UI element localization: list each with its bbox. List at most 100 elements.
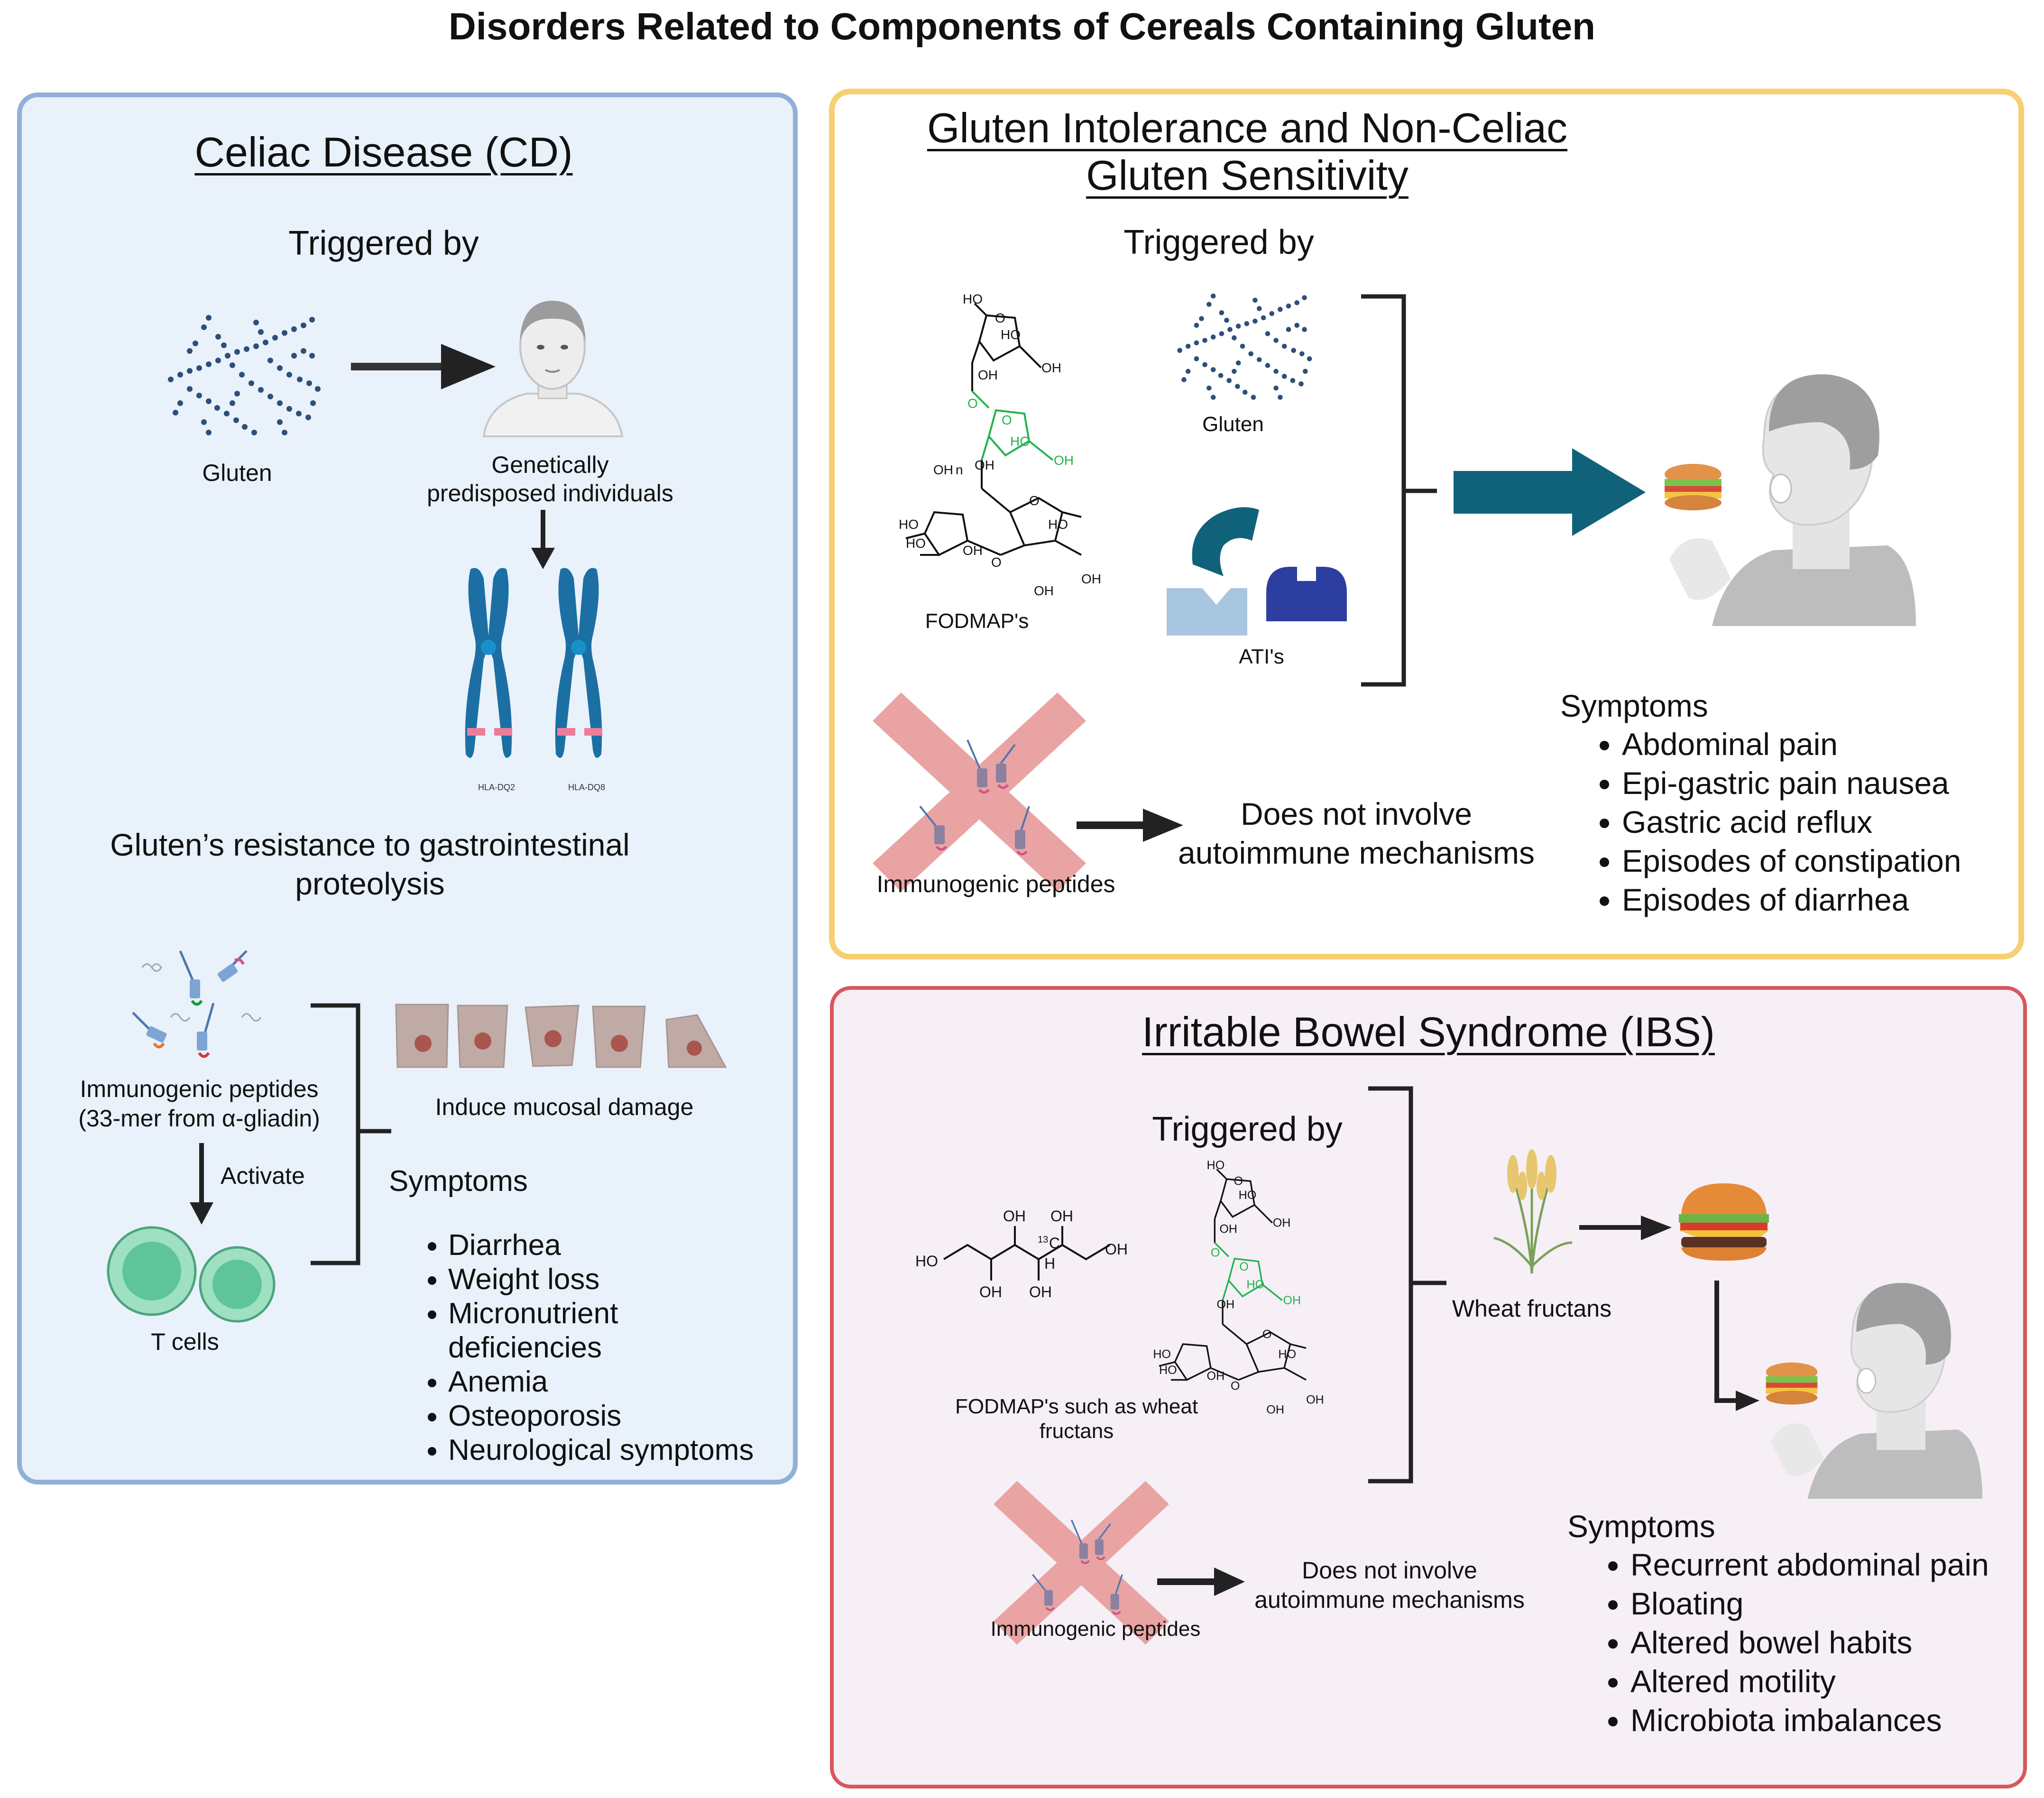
celiac-peptides-icon [132, 950, 262, 1058]
celiac-down-arrow-1 [531, 510, 555, 569]
chem-oh: OH [1050, 1208, 1073, 1225]
mucosal-label: Induce mucosal damage [435, 1094, 694, 1120]
ibs-elbow-arrow [1714, 1281, 1759, 1411]
celiac-activate-arrow [190, 1143, 213, 1225]
chem-o: O [1262, 1328, 1272, 1341]
chromosome-label-dq8: HLA-DQ8 [568, 783, 606, 792]
ibs-bracket [1368, 1086, 1446, 1484]
chem-oh: OH [1217, 1298, 1235, 1311]
atis-label: ATI's [1239, 645, 1284, 668]
ibs-symptom: Bloating [1630, 1584, 1989, 1623]
chem-o: O [1231, 1379, 1240, 1392]
t-cells-label: T cells [151, 1328, 219, 1355]
celiac-gluten-label: Gluten [202, 460, 272, 486]
ibs-fodmap-structure: HO O HO OH OH OH HO HO OH O O HO OH OH O… [1153, 1159, 1324, 1417]
chem-oh: OH [1034, 583, 1054, 598]
celiac-symptom: Anemia [448, 1365, 754, 1399]
chem-o: O [991, 555, 1002, 570]
celiac-heading: Celiac Disease (CD) [194, 129, 573, 175]
ibs-crossed-peptides-icon [994, 1481, 1169, 1645]
celiac-peptides-label: Immunogenic peptides (33-mer from α-glia… [78, 1076, 320, 1132]
chem-ho: HO [915, 1253, 938, 1270]
ibs-peptides-label: Immunogenic peptides [990, 1617, 1201, 1641]
ibs-polyol-structure: HO OH OH OH OH H 13 C OH [915, 1208, 1128, 1300]
gi-symptom: Gastric acid reflux [1622, 802, 1961, 841]
chem-o: O [967, 396, 978, 411]
gi-bracket [1361, 294, 1437, 687]
gi-gluten-network-icon [1177, 293, 1312, 400]
gi-heading: Gluten Intolerance and Non-Celiac Gluten… [927, 104, 1568, 199]
t-cells-icon [107, 1226, 276, 1323]
predisposed-person-icon [482, 301, 624, 437]
gi-sandwich-icon [1665, 464, 1722, 510]
chem-ho: HO [1246, 1278, 1264, 1291]
chem-oh: OH [1306, 1393, 1324, 1407]
gi-crossed-peptides-icon [873, 692, 1086, 892]
chem-ho: HO [899, 517, 919, 532]
chromosome-icon [465, 568, 602, 758]
chem-ho: HO [1001, 327, 1021, 342]
chem-oh: OH [1003, 1208, 1026, 1225]
gi-symptom: Episodes of constipation [1622, 841, 1961, 880]
ibs-no-autoimmune-arrow [1157, 1567, 1245, 1596]
activate-label: Activate [221, 1162, 305, 1189]
celiac-symptom: Diarrhea [448, 1228, 754, 1263]
chem-oh: OH [979, 1283, 1002, 1300]
chem-oh: OH [978, 368, 998, 382]
gi-big-arrow [1454, 448, 1646, 536]
chem-h: H [1044, 1255, 1055, 1272]
chem-o: O [1234, 1175, 1243, 1188]
chem-ho: HO [1239, 1189, 1257, 1202]
predisposed-label: Genetically predisposed individuals [427, 452, 673, 507]
ibs-triggered-by: Triggered by [1152, 1110, 1343, 1148]
resistance-label: Gluten’s resistance to gastrointestinal … [110, 827, 630, 901]
gi-person-eating-icon [1669, 374, 1916, 626]
ibs-heading: Irritable Bowel Syndrome (IBS) [1142, 1008, 1715, 1055]
chem-c13: 13 [1038, 1235, 1048, 1245]
gi-no-autoimmune-label: Does not involve autoimmune mechanisms [1178, 796, 1535, 870]
celiac-symptoms-heading: Symptoms [389, 1165, 528, 1198]
ibs-fodmaps-label: FODMAP's such as wheat fructans [955, 1395, 1198, 1443]
chem-oh: OH [1266, 1403, 1284, 1417]
gi-symptoms-list: Abdominal pain Epi-gastric pain nausea G… [1593, 725, 1961, 919]
gi-peptides-label: Immunogenic peptides [876, 871, 1115, 897]
chem-o: O [1239, 1260, 1249, 1273]
chem-c: C [1049, 1235, 1060, 1252]
chem-o: O [1002, 413, 1012, 427]
ibs-symptom: Recurrent abdominal pain [1630, 1545, 1989, 1584]
celiac-bracket [311, 1003, 391, 1265]
celiac-symptom: Weight loss [448, 1263, 754, 1297]
ibs-symptoms-heading: Symptoms [1567, 1509, 1715, 1544]
chem-oh: OH [975, 458, 994, 472]
chem-oh: OH [1029, 1283, 1052, 1300]
gi-symptom: Epi-gastric pain nausea [1622, 764, 1961, 802]
chem-oh: OH [933, 462, 953, 477]
chem-n: n [956, 462, 963, 477]
chem-o: O [995, 311, 1005, 325]
chem-ho: HO [963, 292, 983, 306]
gluten-network-icon [168, 315, 321, 435]
chem-oh: OH [1207, 1369, 1225, 1383]
chromosome-label-dq2: HLA-DQ2 [478, 783, 516, 792]
atis-icon [1167, 507, 1347, 636]
celiac-symptoms-list: Diarrhea Weight loss Micronutrient defic… [420, 1228, 754, 1467]
chem-ho: HO [906, 536, 926, 551]
chem-o: O [1211, 1246, 1220, 1260]
gi-symptom: Abdominal pain [1622, 725, 1961, 764]
chem-ho: HO [1278, 1347, 1296, 1361]
ibs-symptom: Microbiota imbalances [1630, 1701, 1989, 1740]
celiac-symptom: Neurological symptoms [448, 1433, 754, 1467]
gi-triggered-by: Triggered by [1123, 223, 1314, 261]
wheat-fructans-label: Wheat fructans [1452, 1295, 1612, 1322]
celiac-gluten-arrow [351, 344, 496, 389]
chem-ho: HO [1159, 1364, 1177, 1377]
ibs-symptom: Altered bowel habits [1630, 1623, 1989, 1662]
ibs-sandwich-icon [1766, 1362, 1818, 1405]
gi-no-autoimmune-arrow [1077, 809, 1183, 842]
chem-oh: OH [1283, 1294, 1301, 1307]
burger-icon [1679, 1183, 1769, 1261]
chem-ho: HO [1048, 517, 1068, 532]
chem-ho: HO [1153, 1347, 1171, 1361]
ibs-wheat-arrow [1579, 1216, 1672, 1240]
celiac-symptom: Osteoporosis [448, 1399, 754, 1433]
